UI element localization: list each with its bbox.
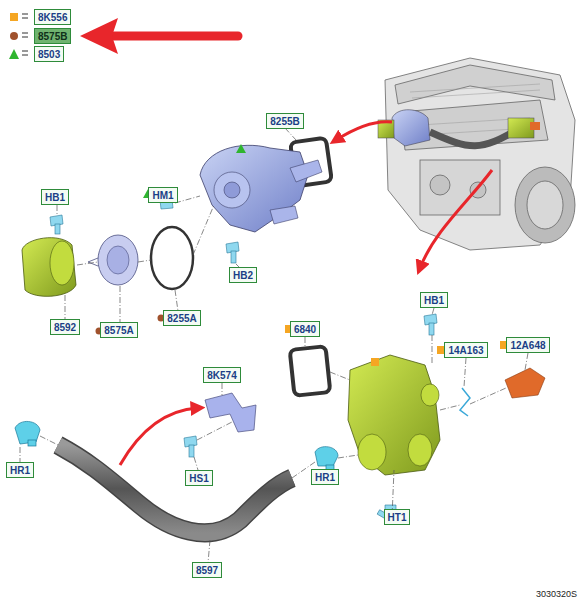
callout-number: 8592: [54, 322, 76, 333]
callout-box: HM1: [148, 187, 177, 203]
callout-box: HR1: [6, 462, 34, 478]
callout-number: HR1: [315, 472, 335, 483]
callout-number: 8K574: [207, 370, 236, 381]
callout-box: 6840: [290, 321, 320, 337]
callout-number: HB1: [45, 192, 65, 203]
callout-box: HS1: [185, 470, 212, 486]
callout-number: 8255A: [167, 313, 196, 324]
callout-box: HR1: [311, 469, 339, 485]
legend-swatch: [8, 48, 20, 60]
callout-number: 14A163: [448, 345, 483, 356]
legend-swatch: [8, 11, 20, 23]
callout-number: HM1: [152, 190, 173, 201]
callout-box: HB1: [420, 292, 448, 308]
callout-number: HB2: [233, 270, 253, 281]
callout-number: HR1: [10, 465, 30, 476]
callout-number: 8597: [196, 565, 218, 576]
callout-box: 8K574: [203, 367, 240, 383]
callout-box: 8255A: [163, 310, 200, 326]
callout-box: 12A648: [506, 337, 549, 353]
legend-box: 8503: [34, 46, 64, 62]
figure-number: 3030320S: [536, 589, 577, 599]
callout-box: 8592: [50, 319, 80, 335]
legend-item: 8503: [8, 46, 64, 62]
legend-item: 8K556: [8, 9, 71, 25]
callout-number: 6840: [294, 324, 316, 335]
callout-box: HT1: [384, 509, 411, 525]
legend-label: 8503: [38, 49, 60, 60]
callout-box: 8255B: [266, 113, 303, 129]
callout-number: 8255B: [270, 116, 299, 127]
legend-box: 8575B: [34, 28, 71, 44]
callout-box: HB1: [41, 189, 69, 205]
callout-box: 8597: [192, 562, 222, 578]
callout-box: 14A163: [444, 342, 487, 358]
callout-number: 8575A: [104, 325, 133, 336]
legend-label: 8K556: [38, 12, 67, 23]
callout-number: HB1: [424, 295, 444, 306]
legend-item: 8575B: [8, 28, 71, 44]
legend-label: 8575B: [38, 31, 67, 42]
legend-swatch: [8, 30, 20, 42]
callout-box: 8575A: [100, 322, 137, 338]
callout-box: HB2: [229, 267, 257, 283]
legend-box: 8K556: [34, 9, 71, 25]
callout-number: 12A648: [510, 340, 545, 351]
callout-number: HT1: [388, 512, 407, 523]
callout-number: HS1: [189, 473, 208, 484]
